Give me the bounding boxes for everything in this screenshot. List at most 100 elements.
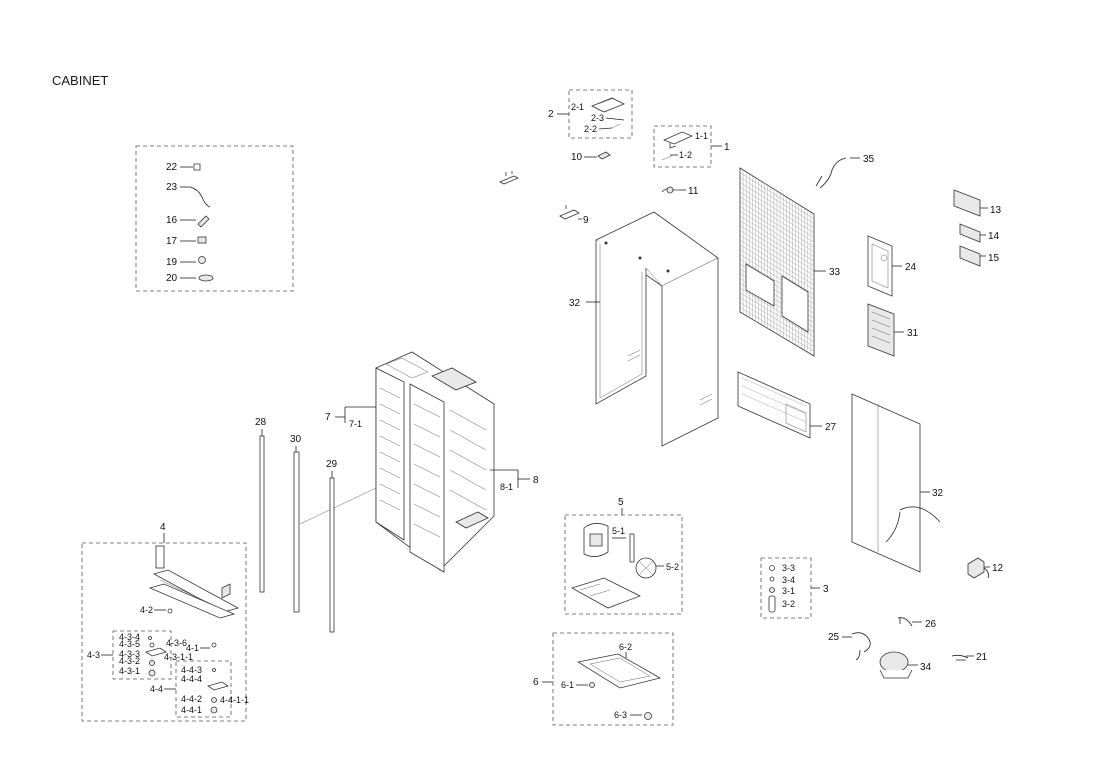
page-title: CABINET: [52, 73, 109, 88]
label-2[interactable]: 2: [548, 109, 554, 120]
part-25-group: 25: [828, 632, 871, 661]
label-4-3-1-1[interactable]: 4-3-1-1: [164, 652, 193, 662]
inner-liner-fridge-face: [409, 383, 445, 573]
label-15[interactable]: 15: [988, 253, 1000, 264]
label-4-3-6[interactable]: 4-3-6: [166, 638, 187, 648]
label-4-4-4[interactable]: 4-4-4: [181, 674, 202, 684]
label-6-2[interactable]: 6-2: [619, 642, 632, 652]
label-7[interactable]: 7: [325, 412, 331, 423]
part-5-group: 5 5-1 5-2: [564, 497, 683, 615]
part-27-cover: [737, 371, 811, 439]
part-24-cover: [867, 235, 893, 297]
part-9-hinge: [559, 205, 580, 220]
part-14-pcb: [959, 223, 981, 243]
label-10[interactable]: 10: [571, 152, 583, 163]
label-4-3-2[interactable]: 4-3-2: [119, 656, 140, 666]
label-25[interactable]: 25: [828, 632, 840, 643]
label-9[interactable]: 9: [583, 215, 589, 226]
inner-liner-freezer-face: [375, 367, 405, 541]
part-23-wire: [189, 186, 211, 208]
label-14[interactable]: 14: [988, 231, 1000, 242]
label-32-front[interactable]: 32: [932, 488, 944, 499]
label-4-3[interactable]: 4-3: [87, 650, 100, 660]
label-3-4[interactable]: 3-4: [782, 575, 795, 585]
part-34-compressor: [879, 651, 909, 673]
part-35-harness: [815, 157, 847, 189]
label-4-4-3[interactable]: 4-4-3: [181, 665, 202, 675]
label-4-2[interactable]: 4-2: [140, 605, 153, 615]
pcb-group: 13 14 15: [953, 189, 1002, 267]
label-34[interactable]: 34: [920, 662, 932, 673]
label-4[interactable]: 4: [160, 522, 166, 533]
label-31[interactable]: 31: [907, 328, 919, 339]
label-2-3[interactable]: 2-3: [591, 113, 604, 123]
label-3-2[interactable]: 3-2: [782, 599, 795, 609]
label-19[interactable]: 19: [166, 257, 178, 268]
label-22[interactable]: 22: [166, 162, 178, 173]
label-32-top[interactable]: 32: [569, 298, 581, 309]
label-35[interactable]: 35: [863, 154, 875, 165]
label-24[interactable]: 24: [905, 262, 917, 273]
label-5[interactable]: 5: [618, 497, 624, 508]
part-24-group: 24: [867, 235, 917, 297]
label-6-3[interactable]: 6-3: [614, 710, 627, 720]
part-30-strip: [293, 451, 300, 613]
label-23[interactable]: 23: [166, 182, 178, 193]
label-11[interactable]: 11: [688, 186, 699, 197]
label-4-1[interactable]: 4-1: [186, 643, 199, 653]
label-2-2[interactable]: 2-2: [584, 124, 597, 134]
label-27[interactable]: 27: [825, 422, 837, 433]
label-4-3-4[interactable]: 4-3-4: [119, 632, 140, 642]
part-31-group: 31: [867, 303, 919, 357]
label-16[interactable]: 16: [166, 215, 178, 226]
label-1-1[interactable]: 1-1: [695, 131, 708, 141]
inner-liner-top-vent: [431, 367, 477, 391]
label-1-2[interactable]: 1-2: [679, 150, 692, 160]
part-6-group: 6-2 6 6-1 6-3: [533, 632, 674, 726]
rear-cover-window-right: [781, 275, 809, 333]
label-4-4-2[interactable]: 4-4-2: [181, 694, 202, 704]
inner-liner: 7 7-1 8 8-1: [299, 351, 539, 573]
label-4-3-5[interactable]: 4-3-5: [119, 639, 140, 649]
label-26[interactable]: 26: [925, 619, 937, 630]
label-3[interactable]: 3: [823, 584, 829, 595]
part-2-group: 2 2-1 2-3 2-2: [548, 89, 633, 139]
part-11-group: 11: [661, 186, 699, 197]
part-1-box: [653, 125, 712, 168]
label-4-3-1[interactable]: 4-3-1: [119, 666, 140, 676]
part-19-cap: [198, 256, 206, 264]
part-4-group: 4 4-2 4-1 4-3 4-3-4 4-3-5 4-3-3 4-3-2 4-…: [81, 522, 249, 722]
label-4-4[interactable]: 4-4: [150, 684, 163, 694]
part-2-1-bracket: [591, 97, 625, 113]
label-1[interactable]: 1: [724, 142, 730, 153]
part-10-sensor: [597, 151, 611, 160]
label-21[interactable]: 21: [976, 652, 988, 663]
label-3-3[interactable]: 3-3: [782, 563, 795, 573]
label-6[interactable]: 6: [533, 677, 539, 688]
outer-case-top: 32: [569, 211, 719, 447]
label-12[interactable]: 12: [992, 563, 1004, 574]
label-6-1[interactable]: 6-1: [561, 680, 574, 690]
label-28[interactable]: 28: [255, 417, 267, 428]
label-20[interactable]: 20: [166, 273, 178, 284]
label-8-1[interactable]: 8-1: [500, 482, 513, 492]
label-2-1[interactable]: 2-1: [571, 102, 584, 112]
label-29[interactable]: 29: [326, 459, 338, 470]
label-4-4-1-1[interactable]: 4-4-1-1: [220, 695, 249, 705]
label-5-2[interactable]: 5-2: [666, 562, 679, 572]
label-17[interactable]: 17: [166, 236, 178, 247]
label-33[interactable]: 33: [829, 267, 841, 278]
part-1-1-housing: [662, 131, 694, 149]
part-17-connector: [197, 236, 207, 244]
label-3-1[interactable]: 3-1: [782, 586, 795, 596]
label-4-3-3[interactable]: 4-3-3: [119, 649, 140, 659]
label-7-1[interactable]: 7-1: [349, 419, 362, 429]
label-13[interactable]: 13: [990, 205, 1002, 216]
hardware-group-box: [135, 145, 294, 292]
label-30[interactable]: 30: [290, 434, 302, 445]
part-10-group: 10: [571, 151, 611, 163]
label-8[interactable]: 8: [533, 475, 539, 486]
label-5-1[interactable]: 5-1: [612, 526, 625, 536]
label-4-4-1[interactable]: 4-4-1: [181, 705, 202, 715]
part-29-strip: [329, 477, 335, 633]
